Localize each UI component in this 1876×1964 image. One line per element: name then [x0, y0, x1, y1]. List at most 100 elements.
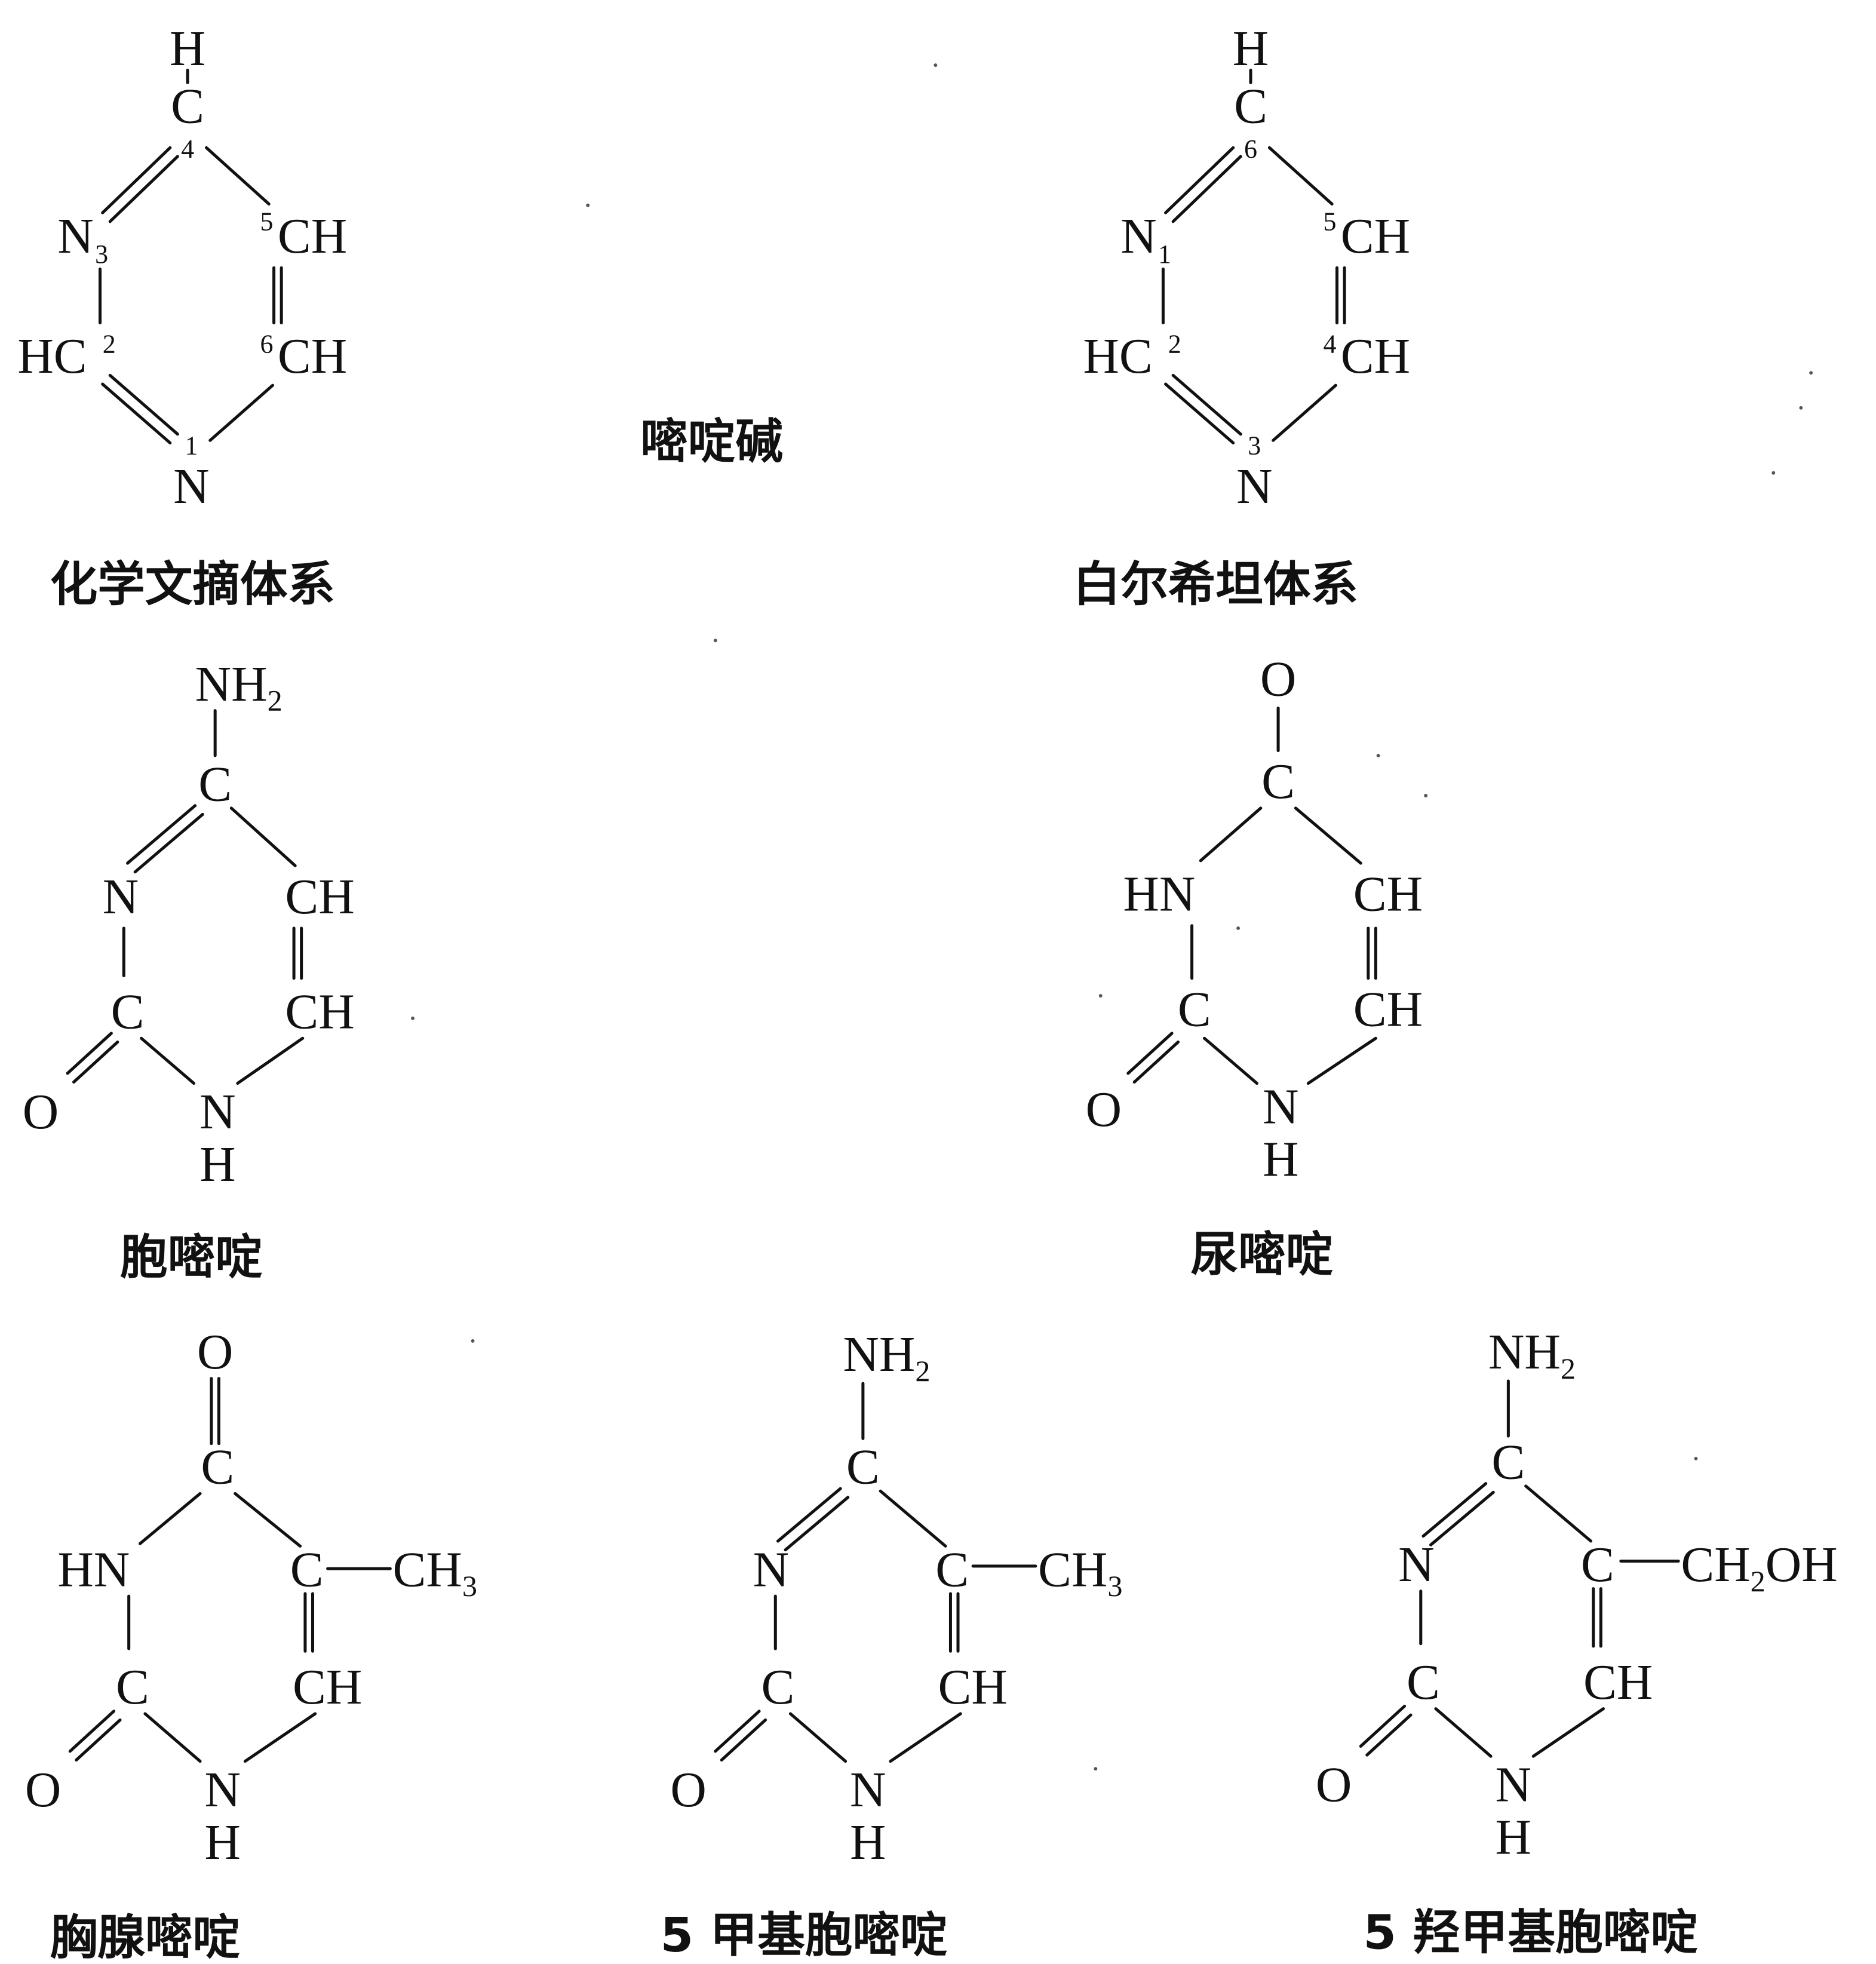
atom-c-lower: C	[1407, 1655, 1440, 1710]
atom-n-left: N	[103, 869, 139, 925]
speck	[1376, 754, 1380, 757]
atom-h-bottom: H	[204, 1815, 240, 1870]
atom-c-lower: C	[762, 1659, 795, 1715]
structure-uracil: O C HN CH C CH O N H 尿嘧啶	[1086, 651, 1423, 1282]
double-bond	[1429, 1490, 1495, 1546]
atom-ch-lower: CH	[938, 1659, 1008, 1715]
bond	[889, 1712, 962, 1763]
atom-ch-lower: CH	[1583, 1655, 1653, 1710]
subscript-3: 3	[1107, 1569, 1122, 1603]
locant-bottom: 1	[185, 431, 198, 460]
speck	[1098, 994, 1103, 998]
atom-n-left: N	[1398, 1537, 1434, 1592]
atom-hn-left: HN	[57, 1542, 130, 1597]
atom-o: O	[670, 1762, 706, 1818]
atom-n-bottom: N	[199, 1084, 235, 1140]
bond	[788, 1712, 848, 1763]
label-ch: CH	[1681, 1537, 1750, 1592]
atom-hc-left: HC	[1083, 329, 1152, 384]
atom-o-top: O	[197, 1324, 233, 1380]
bond-lines	[66, 709, 305, 1085]
caption-5-hydroxymethylcytosine: 5 羟甲基胞嘧啶	[1363, 1905, 1697, 1960]
bond	[143, 1712, 202, 1763]
locant-top: 6	[1244, 134, 1257, 164]
bond	[204, 146, 271, 206]
double-bond	[101, 146, 172, 214]
locant-upper-right: 5	[1323, 207, 1336, 237]
atom-h-bottom: H	[199, 1137, 235, 1192]
speck	[1799, 406, 1803, 410]
atom-c-top: C	[198, 756, 232, 812]
atom-c-top: C	[171, 78, 204, 134]
locant-left-n: 3	[95, 240, 108, 269]
atom-c-lower: C	[116, 1659, 149, 1715]
double-bond	[714, 1710, 761, 1753]
atom-c-right: C	[290, 1542, 324, 1597]
bond	[234, 1492, 302, 1548]
atom-ch-lower: CH	[1341, 329, 1410, 384]
bond	[140, 1036, 196, 1085]
bond	[1203, 1036, 1258, 1085]
atom-ch-lower: CH	[285, 984, 354, 1039]
speck	[934, 63, 938, 67]
atom-ch-upper: CH	[1341, 208, 1410, 264]
bond	[1434, 1707, 1493, 1758]
atom-n-bottom: N	[850, 1762, 886, 1818]
atom-hc-left: HC	[17, 329, 87, 384]
caption-chemical-abstracts-system: 化学文摘体系	[50, 556, 335, 612]
bond-lines	[1161, 68, 1346, 444]
atom-ch2oh: CH2OH	[1681, 1537, 1837, 1598]
double-bond	[1171, 155, 1242, 223]
double-bond	[133, 812, 204, 874]
double-bond	[1359, 1704, 1407, 1748]
speck	[1424, 794, 1428, 797]
atom-ch-lower: CH	[278, 329, 347, 384]
atom-c-lower: C	[111, 984, 145, 1039]
atom-n-left: N	[753, 1542, 789, 1597]
locant-bottom: 3	[1248, 431, 1261, 460]
atom-ch-lower: CH	[293, 1659, 362, 1715]
atom-c-right: C	[1581, 1537, 1614, 1592]
locant-upper-right: 5	[260, 207, 274, 237]
atom-ch3: CH3	[393, 1542, 477, 1603]
bond-lines	[68, 1377, 392, 1763]
bond-lines	[99, 68, 283, 444]
atom-o: O	[1316, 1757, 1352, 1813]
locant-top: 4	[181, 134, 194, 164]
atom-c-top: C	[1491, 1434, 1525, 1490]
speck	[1809, 371, 1813, 375]
bond	[1199, 806, 1263, 863]
double-bond	[101, 382, 172, 444]
subscript-2: 2	[915, 1354, 930, 1388]
bond	[1306, 1036, 1377, 1085]
speck	[586, 203, 590, 207]
double-bond	[68, 1710, 116, 1753]
atom-h-bottom: H	[1495, 1810, 1531, 1865]
atom-c-top: C	[201, 1440, 234, 1495]
subscript-2: 2	[1561, 1352, 1576, 1385]
atom-nh2: NH2	[1488, 1324, 1576, 1385]
subscript-3: 3	[462, 1569, 477, 1603]
bond	[208, 383, 275, 442]
double-bond	[108, 373, 179, 436]
atom-nh2: NH2	[195, 656, 283, 717]
double-bond	[784, 1496, 850, 1552]
label-oh: OH	[1766, 1537, 1838, 1592]
atom-n-bottom: N	[1263, 1079, 1298, 1135]
atom-ch-upper: CH	[278, 208, 347, 264]
caption-cytosine: 胞嘧啶	[120, 1229, 263, 1285]
bond-lines	[714, 1382, 1037, 1763]
atom-c-lower: C	[1178, 981, 1211, 1037]
atom-ch-lower: CH	[1353, 981, 1423, 1037]
double-bond	[126, 804, 197, 865]
atom-o-top: O	[1260, 651, 1296, 707]
double-bond	[1132, 1040, 1180, 1084]
atom-h-top: H	[1233, 21, 1269, 76]
atom-hn-left: HN	[1123, 867, 1195, 922]
bond	[243, 1712, 317, 1763]
double-bond	[66, 1032, 113, 1075]
double-bond	[75, 1718, 122, 1762]
structure-beilstein-system: H C 6 N 1 5 CH HC 2 4 CH 3 N 白尔希坦体系	[1073, 21, 1410, 612]
atom-nh2: NH2	[843, 1327, 930, 1388]
